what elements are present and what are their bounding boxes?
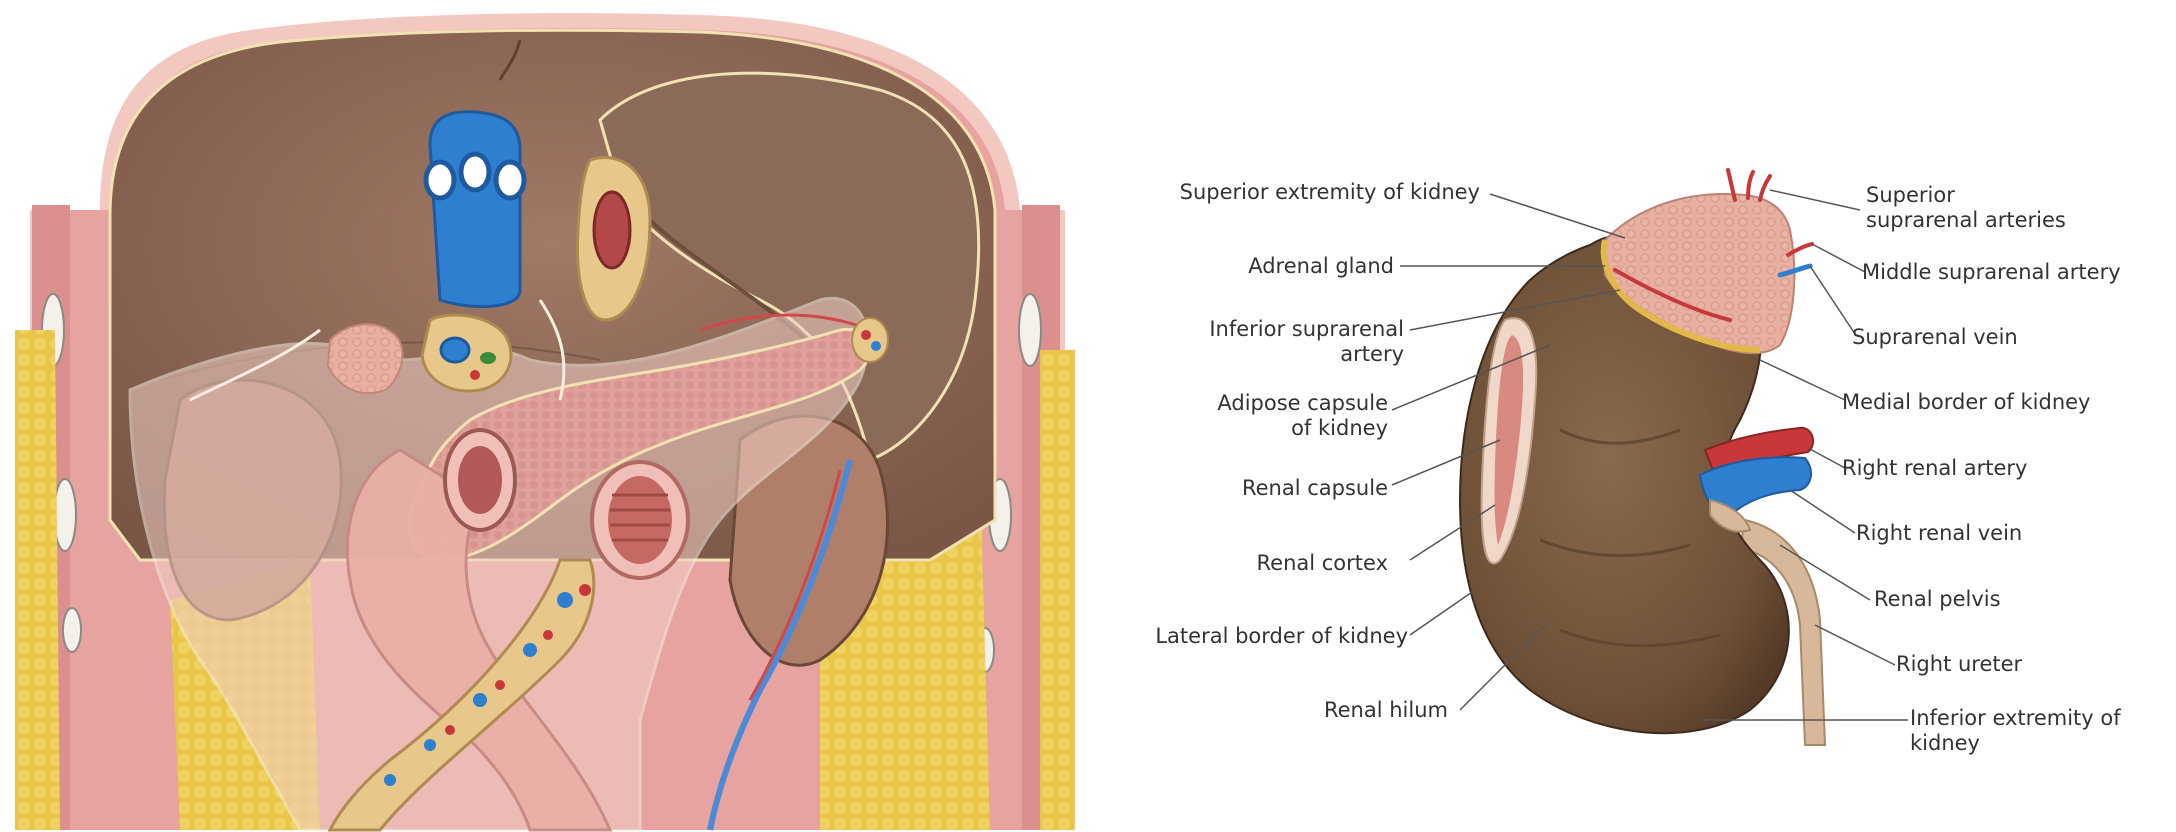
label-adipose-capsule: Adipose capsule of kidney [1217, 391, 1388, 440]
cavity-adrenal-gland [326, 323, 404, 395]
mesenteric-vein-2 [523, 643, 537, 657]
esophagus-lumen [592, 190, 632, 270]
leader-lines [1391, 189, 1908, 721]
label-suprarenal-vein: Suprarenal vein [1852, 325, 2018, 349]
label-renal-cortex: Renal cortex [1256, 551, 1389, 575]
mesenteric-artery-2 [543, 630, 553, 640]
middle-suprarenal-artery [1786, 242, 1814, 257]
kidney-fold-3 [1559, 628, 1721, 648]
renal-pelvis [1709, 498, 1752, 533]
left-fat-column [15, 330, 60, 830]
abdominal-cavity-illustration [15, 13, 1075, 832]
label-adrenal-gland: Adrenal gland [1248, 254, 1394, 278]
portal-vein [439, 336, 471, 364]
label-superior-extremity: Superior extremity of kidney [1179, 180, 1480, 204]
inferior-vena-cava [428, 110, 522, 308]
mesenteric-artery-3 [495, 680, 505, 690]
left-rib-2 [53, 478, 77, 552]
jejunum-section [590, 460, 690, 580]
ureter [1738, 518, 1827, 746]
kidney-fold-2 [1539, 538, 1691, 558]
label-renal-hilum: Renal hilum [1323, 698, 1448, 722]
label-middle-suprarenal-artery: Middle suprarenal artery [1862, 260, 2121, 284]
diaphragm-crease [498, 39, 522, 81]
superior-suprarenal-artery-1 [1726, 168, 1737, 202]
splenic-hilum-vessels [851, 317, 889, 363]
kidney-fold-1 [1559, 428, 1681, 445]
mesentery-root [327, 558, 596, 832]
mesenteric-artery-4 [445, 725, 455, 735]
mesenteric-vein-1 [557, 592, 573, 608]
mesenteric-vein-5 [384, 774, 396, 786]
inferior-suprarenal-artery [1613, 268, 1732, 322]
suprarenal-vein [1777, 263, 1813, 278]
mesenteric-vein-4 [424, 739, 436, 751]
adrenal-fat-rim [1600, 239, 1761, 353]
left-rib-3 [62, 607, 82, 653]
label-right-renal-vein: Right renal vein [1856, 521, 2023, 545]
label-lateral-border: Lateral border of kidney [1155, 624, 1408, 648]
bile-duct [480, 352, 496, 364]
superior-suprarenal-artery-2 [1746, 170, 1755, 200]
hepatic-artery [470, 370, 480, 380]
colic-vein [707, 459, 853, 831]
label-inferior-extremity: Inferior extremity of kidney [1910, 706, 2121, 755]
duodenum [345, 448, 613, 832]
label-inferior-suprarenal-artery: Inferior suprarenal artery [1209, 317, 1404, 366]
hepatic-vein-3 [493, 159, 527, 201]
colic-artery [748, 469, 842, 701]
cortex-strip [1494, 335, 1524, 545]
right-inner-fat [820, 470, 990, 830]
mesenteric-vein-3 [473, 693, 487, 707]
right-rib-1 [1018, 293, 1042, 367]
label-renal-pelvis: Renal pelvis [1874, 587, 2001, 611]
label-renal-capsule: Renal capsule [1241, 476, 1388, 500]
kidney-illustration [1391, 168, 1908, 746]
label-right-ureter: Right ureter [1896, 652, 2023, 676]
splenic-vessel [699, 313, 871, 332]
superior-suprarenal-artery-3 [1758, 174, 1772, 202]
mesenteric-artery-1 [579, 584, 591, 596]
hepatic-vein-1 [423, 159, 457, 201]
lesser-omentum-edge [189, 328, 321, 402]
label-superior-suprarenal-arteries: Superior suprarenal arteries [1866, 183, 2066, 232]
label-right-renal-artery: Right renal artery [1842, 456, 2028, 480]
label-medial-border: Medial border of kidney [1842, 390, 2091, 414]
right-fat-column [1040, 350, 1075, 830]
hepatic-vein-2 [458, 151, 492, 193]
duodenum-section [443, 428, 517, 532]
falciform-edge [538, 299, 566, 401]
